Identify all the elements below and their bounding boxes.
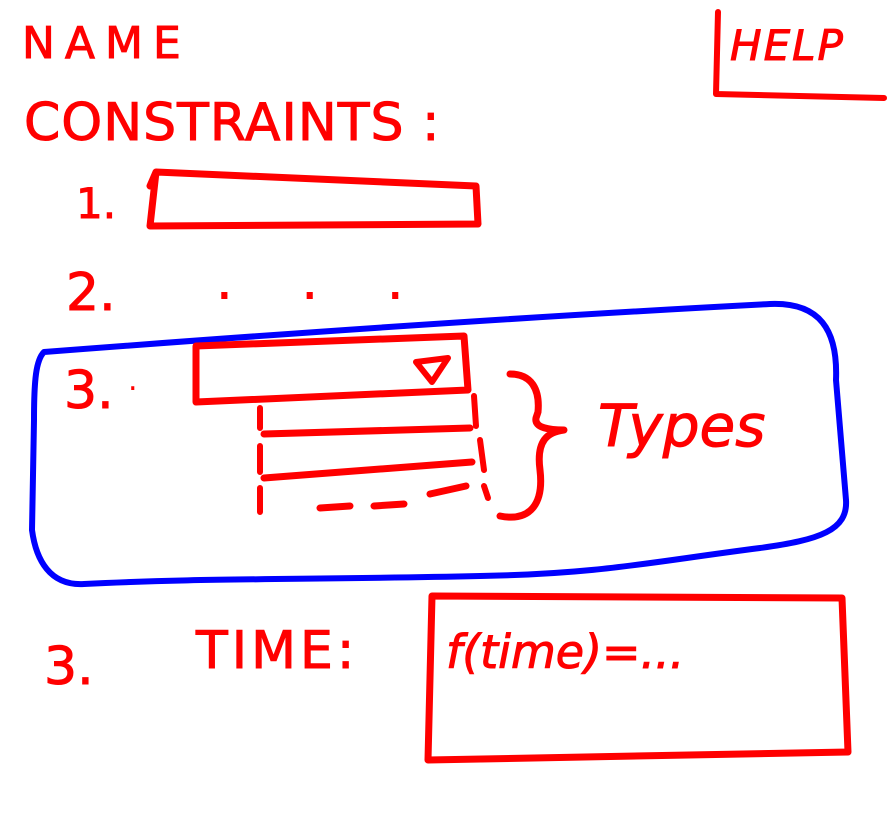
type-option-2[interactable]	[260, 458, 476, 482]
types-brace	[496, 370, 568, 521]
constraints-heading: CONSTRAINTS :	[24, 93, 441, 153]
name-label: NAME	[22, 18, 191, 69]
type-options-list	[257, 393, 491, 515]
help-button-label: HELP	[730, 21, 845, 70]
help-button[interactable]: HELP	[713, 9, 887, 101]
time-function-input[interactable]: f(time)=...	[424, 592, 852, 764]
type-dropdown[interactable]	[192, 332, 472, 406]
constraint-3-number: 3.	[64, 361, 114, 421]
highlight-outline	[29, 300, 850, 588]
constraint-1-input[interactable]	[146, 168, 482, 230]
constraint-3-dot: .	[128, 363, 138, 398]
constraint-1-number: 1.	[76, 179, 116, 228]
triangle-down-icon	[413, 355, 451, 385]
constraint-2-number: 2.	[66, 263, 116, 323]
type-option-1[interactable]	[260, 424, 474, 438]
time-number: 3.	[44, 637, 94, 697]
type-option-3[interactable]	[316, 482, 470, 512]
time-formula: f(time)=...	[446, 625, 684, 679]
time-label: TIME:	[195, 621, 358, 681]
constraint-2-ellipsis: . . .	[218, 262, 432, 308]
types-label: Types	[598, 392, 765, 460]
